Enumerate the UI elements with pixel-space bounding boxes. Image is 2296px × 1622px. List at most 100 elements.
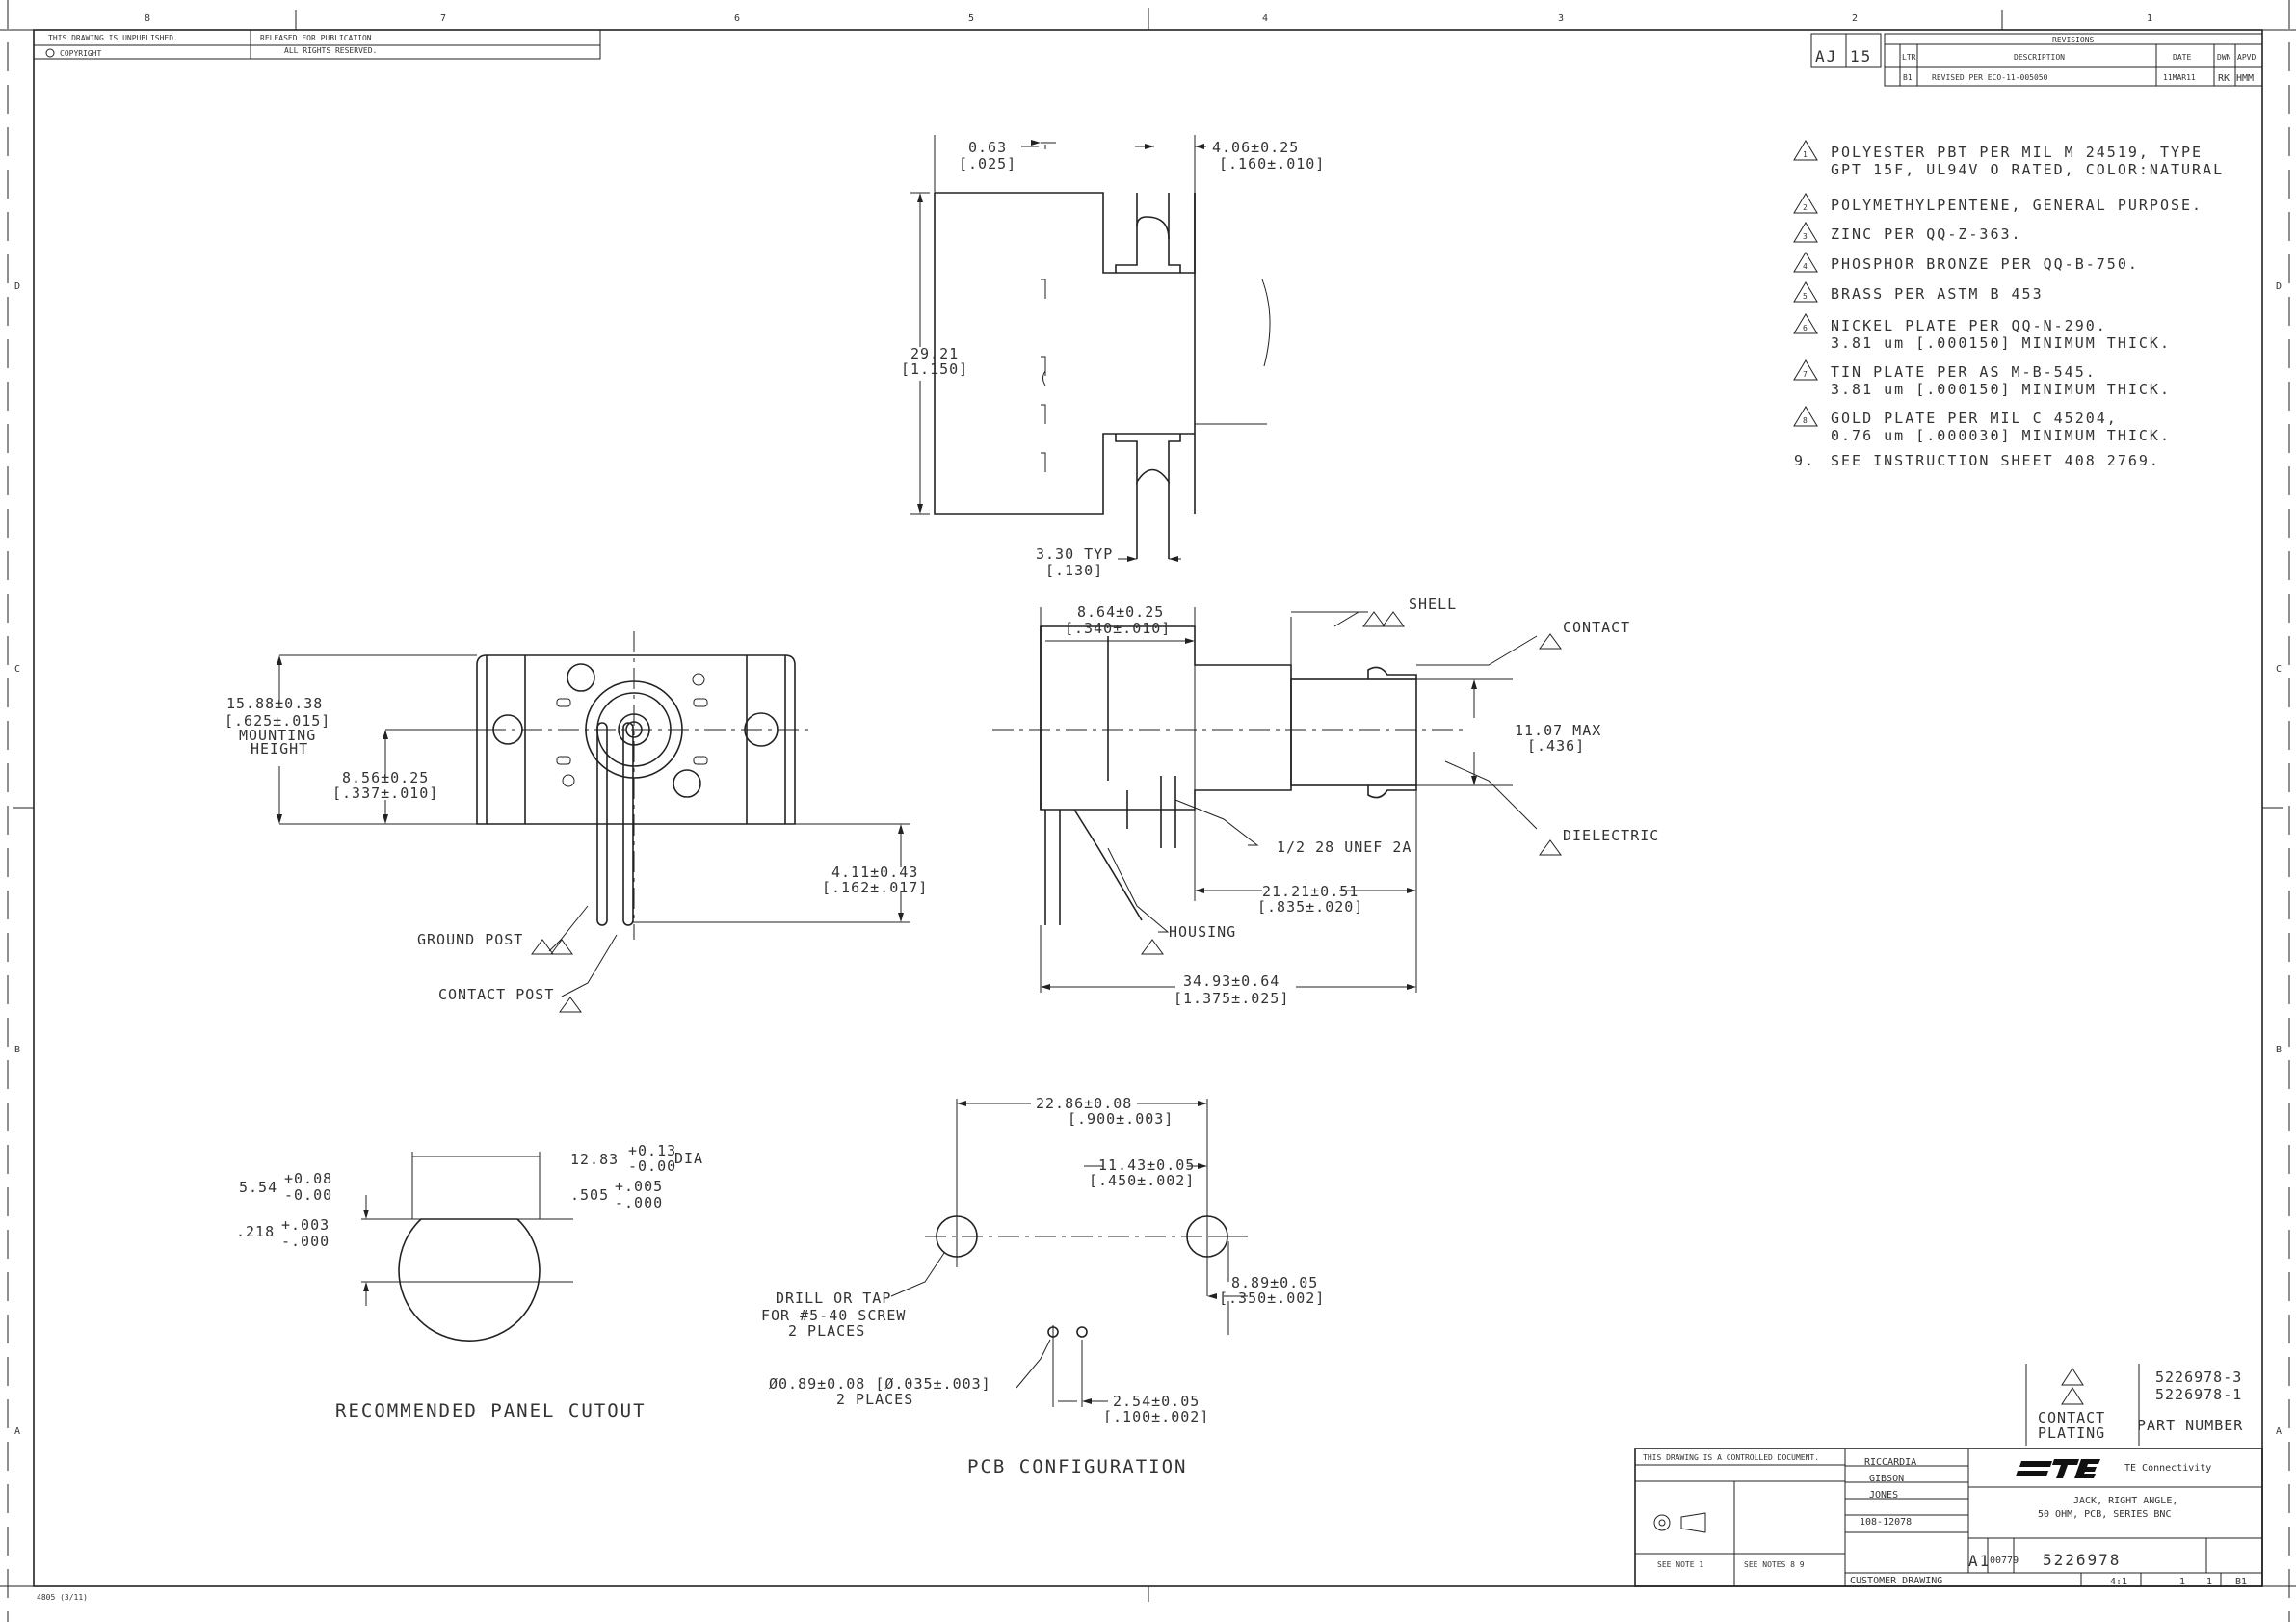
note-flag-7: 7 [1803, 370, 1808, 379]
title-dwg-no: 5226978 [2043, 1551, 2121, 1569]
title-product-spec: 108-12078 [1860, 1517, 1912, 1528]
projection-symbol-icon [1653, 1512, 1706, 1533]
pcb-dim-3b: [.350±.002] [1219, 1290, 1325, 1307]
zone-top-1: 1 [2147, 13, 2152, 24]
front-contact-post: CONTACT POST [438, 986, 554, 1003]
zone-left-a: A [14, 1426, 20, 1437]
title-dwn: RICCARDIA [1864, 1457, 1916, 1468]
panel-cutout-view: 5.54 +0.08 -0.00 .218 +.003 -.000 12.83 … [236, 1142, 702, 1422]
note-text-7-2: 3.81 um [.000150] MINIMUM THICK. [1831, 381, 2171, 398]
revision-row-ltr: B1 [1903, 73, 1913, 82]
front-view: 15.88±0.38 [.625±.015] MOUNTING HEIGHT 8… [224, 631, 928, 1013]
title-block: THIS DRAWING IS A CONTROLLED DOCUMENT. R… [37, 1448, 2263, 1602]
cutout-dim-2b: .505 [570, 1186, 609, 1204]
pcb-title: PCB CONFIGURATION [967, 1456, 1187, 1477]
front-dim-1c: MOUNTING [239, 727, 316, 744]
side-housing-label: HOUSING [1169, 923, 1236, 941]
title-customer: CUSTOMER DRAWING [1850, 1576, 1942, 1586]
revision-col-dwn: DWN [2217, 53, 2231, 62]
front-dim-1d: HEIGHT [251, 740, 308, 758]
side-dim-1a: 8.64±0.25 [1077, 603, 1164, 621]
note-flag-2: 2 [1803, 203, 1808, 212]
zone-right-a: A [2276, 1426, 2282, 1437]
pcb-dim-4a: 2.54±0.05 [1113, 1393, 1200, 1410]
revision-row-desc: REVISED PER ECO-11-005050 [1932, 73, 2048, 82]
note-text-9-1: SEE INSTRUCTION SHEET 408 2769. [1831, 452, 2160, 469]
note-flag-6: 6 [1803, 324, 1808, 332]
pcb-dim-2a: 11.43±0.05 [1098, 1157, 1195, 1174]
pcb-dim-3a: 8.89±0.05 [1231, 1274, 1318, 1291]
header-released: RELEASED FOR PUBLICATION [260, 34, 372, 42]
title-name-1: JACK, RIGHT ANGLE, [2073, 1496, 2177, 1506]
side-dim-2b: [.436] [1527, 737, 1585, 755]
cutout-dim-1btol-b: -.000 [281, 1233, 330, 1250]
note-flag-9: 9. [1794, 452, 1815, 469]
note-flag-triangle-5 [1793, 281, 1818, 303]
side-view: 8.64±0.25 [.340±.010] SHELL CONTACT 11.0… [992, 596, 1658, 1007]
header-rights: ALL RIGHTS RESERVED. [284, 46, 377, 55]
revision-dist: 15 [1850, 47, 1872, 66]
title-chk: GIBSON [1869, 1474, 1904, 1484]
front-dim-2a: 8.56±0.25 [342, 769, 429, 786]
side-dim-3b: [.835±.020] [1257, 898, 1363, 916]
pcb-configuration-view: 22.86±0.08 [.900±.003] 11.43±0.05 [.450±… [761, 1095, 1325, 1477]
revision-row-date: 11MAR11 [2163, 73, 2196, 82]
zone-right-b: B [2276, 1045, 2282, 1055]
revision-block: AJ 15 REVISIONS LTR DESCRIPTION DATE DWN… [1810, 33, 2263, 87]
cutout-dim-1tol-a: +0.08 [284, 1170, 332, 1187]
title-size: A1 [1968, 1552, 1991, 1570]
cutout-dim-2tol-b: -0.00 [628, 1157, 676, 1175]
pcb-drill-3: 2 PLACES [788, 1322, 865, 1340]
note-flag-triangle-3 [1793, 222, 1818, 243]
top-dim-3a: 29.21 [910, 345, 959, 362]
part-col-contact: CONTACT [2038, 1409, 2105, 1426]
front-dim-3b: [.162±.017] [822, 879, 928, 896]
note-flag-triangle-2 [1793, 193, 1818, 214]
revision-title: REVISIONS [2052, 36, 2095, 44]
top-dim-1a: 0.63 [968, 139, 1007, 156]
title-sheet: 1 [2179, 1577, 2185, 1587]
top-dim-4b: [.130] [1045, 562, 1103, 579]
revision-col-ltr: LTR [1902, 53, 1916, 62]
cutout-dim-2btol-a: +.005 [615, 1178, 663, 1195]
title-side-note: SEE NOTE 1 [1657, 1560, 1703, 1569]
side-dim-1b: [.340±.010] [1065, 620, 1171, 637]
cutout-dim-1tol-b: -0.00 [284, 1186, 332, 1204]
top-dim-3b: [1.150] [901, 360, 968, 378]
part-number-table: 5226978-3 5226978-1 CONTACT PLATING PART… [2025, 1364, 2243, 1446]
zone-top-6: 6 [734, 13, 740, 24]
pcb-drill-1: DRILL OR TAP [776, 1290, 891, 1307]
title-controlled: THIS DRAWING IS A CONTROLLED DOCUMENT. [1643, 1453, 1819, 1462]
top-view: 0.63 [.025] 4.06±0.25 [.160±.010] 29.21 … [901, 135, 1324, 579]
header-copyright: COPYRIGHT [60, 49, 102, 58]
revision-col-desc: DESCRIPTION [2014, 53, 2065, 62]
revision-row-apvd: HMM [2236, 73, 2254, 84]
note-flag-5: 5 [1803, 292, 1808, 301]
note-text-6-2: 3.81 um [.000150] MINIMUM THICK. [1831, 334, 2171, 352]
revision-col-date: DATE [2173, 53, 2191, 62]
title-company: TE Connectivity [2124, 1463, 2211, 1474]
cutout-dim-1a: 5.54 [239, 1179, 277, 1196]
zone-top-7: 7 [440, 13, 446, 24]
zone-top-4: 4 [1262, 13, 1268, 24]
title-of: 1 [2206, 1577, 2212, 1587]
title-apvd: JONES [1869, 1490, 1898, 1501]
front-dim-3a: 4.11±0.43 [831, 864, 918, 881]
note-text-1-2: GPT 15F, UL94V O RATED, COLOR:NATURAL [1831, 161, 2224, 178]
zone-top-2: 2 [1852, 13, 1858, 24]
part-number-1: 5226978-3 [2155, 1369, 2242, 1386]
note-text-8-2: 0.76 um [.000030] MINIMUM THICK. [1831, 427, 2171, 444]
cutout-dim-2btol-b: -.000 [615, 1194, 663, 1211]
part-number-2: 5226978-1 [2155, 1386, 2242, 1403]
note-text-8-1: GOLD PLATE PER MIL C 45204, [1831, 410, 2118, 427]
zone-labels: 8 7 6 5 4 3 2 1 D C B A D C B A [14, 13, 2282, 1437]
note-text-6-1: NICKEL PLATE PER QQ-N-290. [1831, 317, 2107, 334]
title-rev: B1 [2235, 1577, 2247, 1587]
title-cage: 00779 [1990, 1556, 2019, 1566]
side-shell-label: SHELL [1409, 596, 1457, 613]
front-dim-2b: [.337±.010] [332, 784, 438, 802]
part-col-part-number: PART NUMBER [2137, 1417, 2243, 1434]
